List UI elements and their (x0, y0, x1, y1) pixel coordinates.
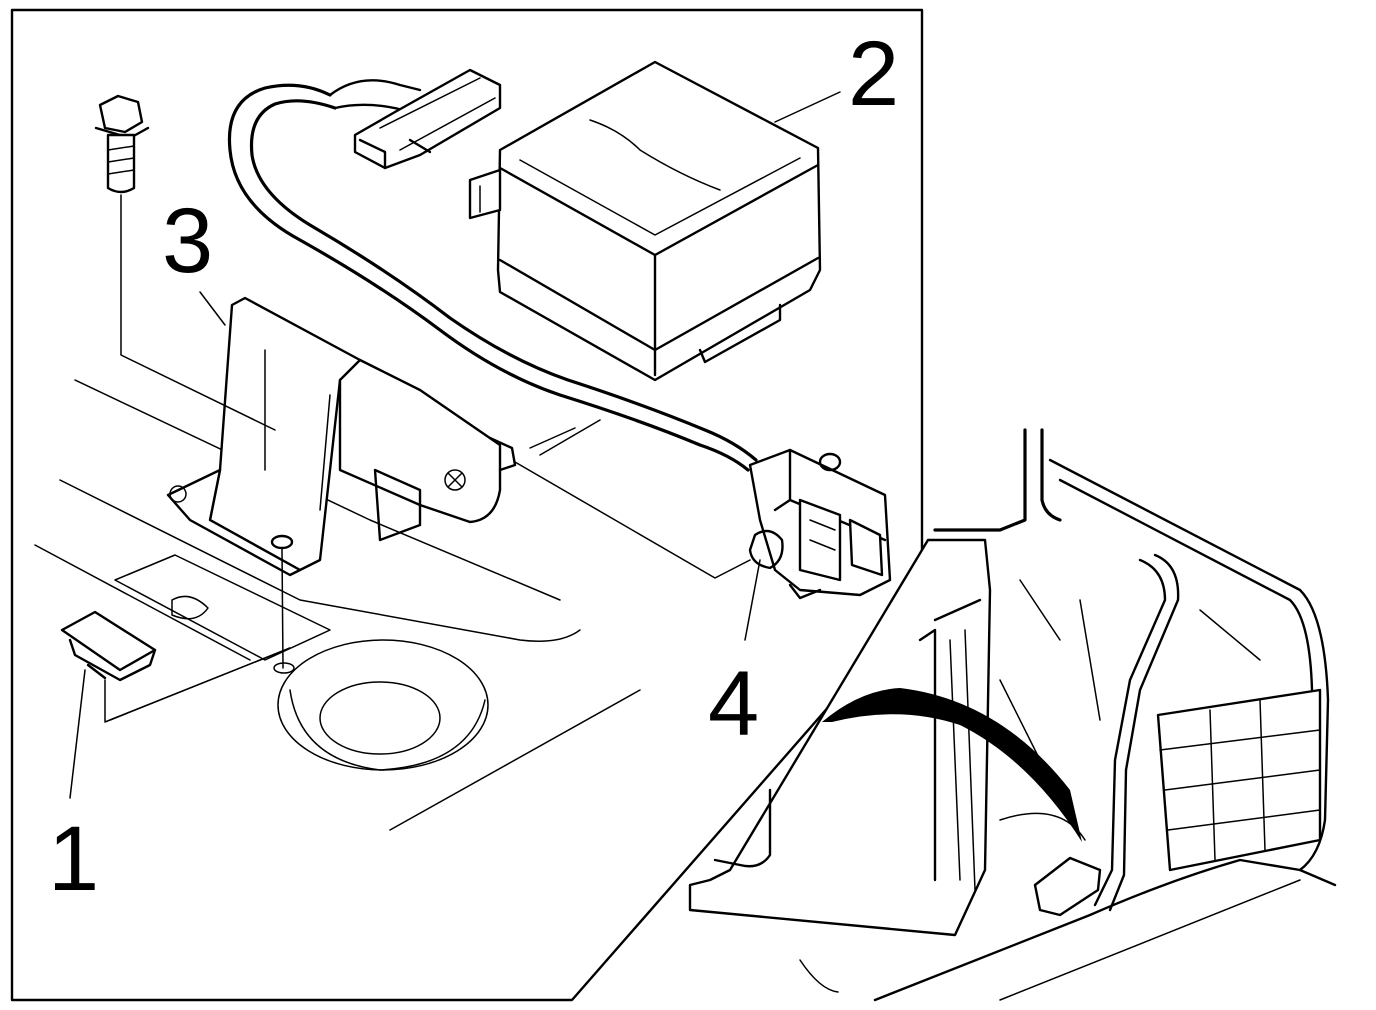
part-1-grommet (60, 610, 157, 682)
floor-panel (34, 379, 641, 831)
callout-1: 1 (48, 808, 99, 910)
leader-lines (69, 91, 841, 799)
bolt (94, 94, 150, 194)
vehicle-rear-overview (688, 428, 1337, 1002)
callout-2: 2 (848, 23, 899, 125)
part-4-switch (748, 448, 892, 600)
inset-frame (10, 8, 924, 1002)
callout-4: 4 (708, 653, 759, 755)
cable-harness (227, 68, 758, 472)
part-3-bracket (166, 296, 517, 577)
location-indicator (822, 688, 1082, 842)
callout-3: 3 (162, 190, 213, 292)
part-2-control-box (468, 60, 822, 382)
